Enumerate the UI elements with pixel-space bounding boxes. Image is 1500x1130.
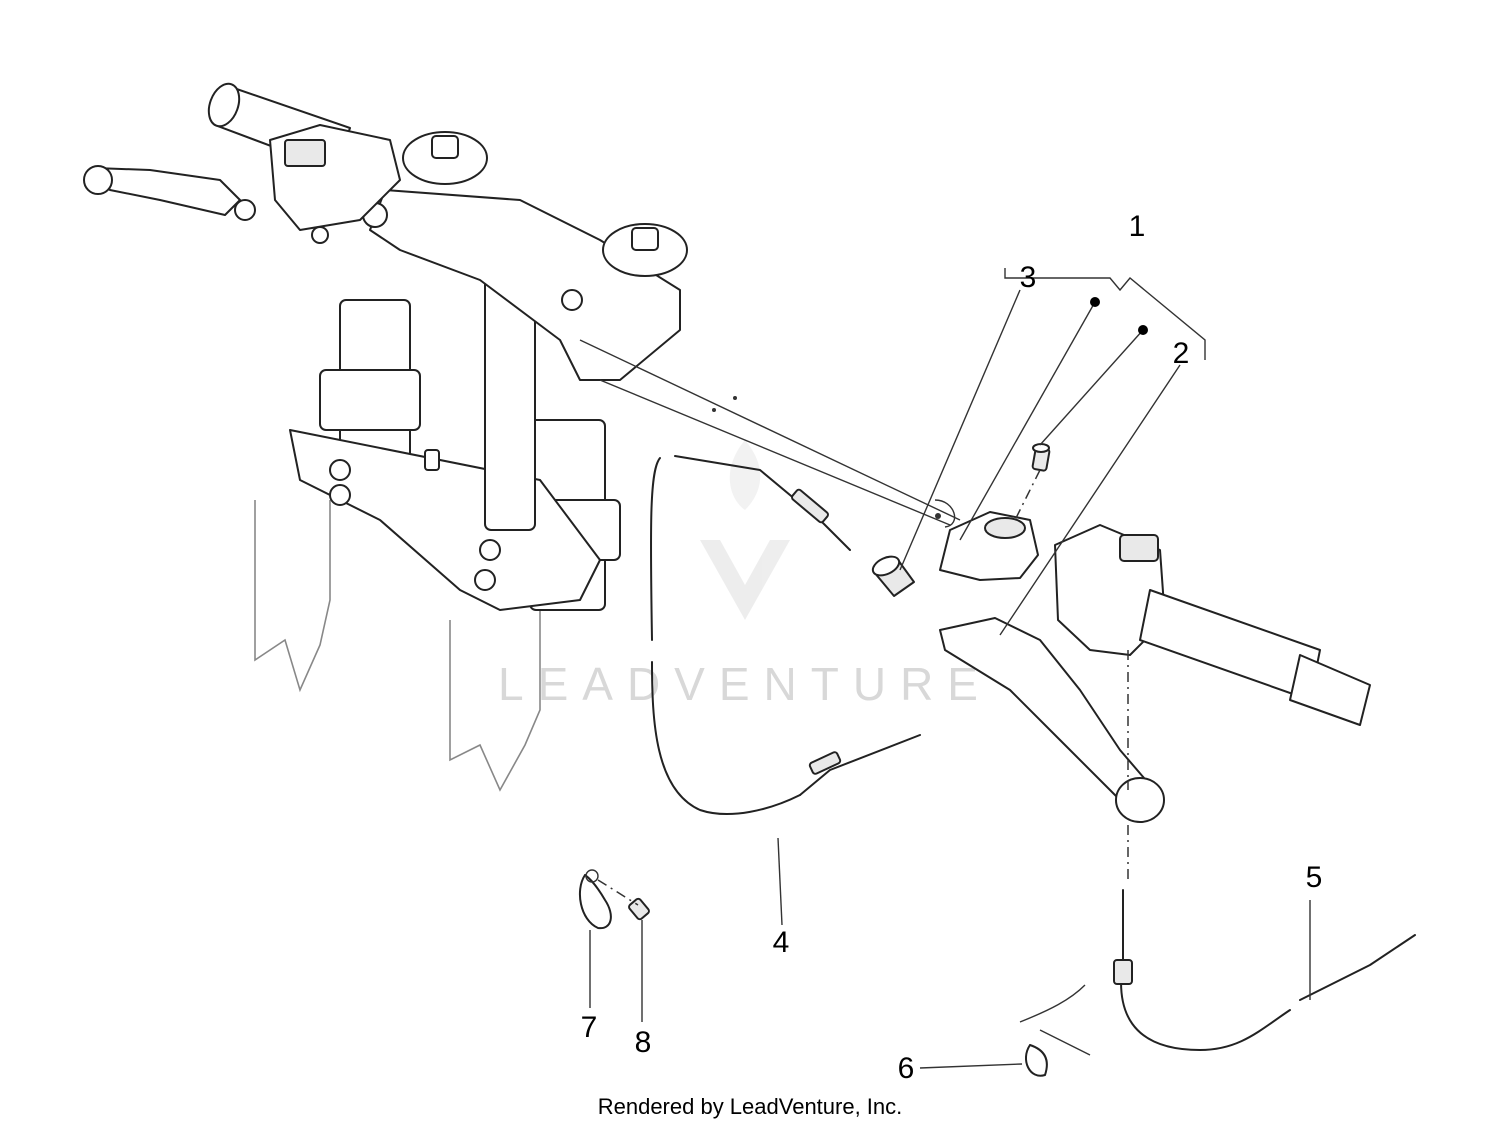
part-5-cable [1113, 889, 1416, 1051]
callout-5: 5 [1306, 861, 1323, 894]
footer-credit: Rendered by LeadVenture, Inc. [597, 1094, 903, 1119]
watermark-logo-icon [700, 440, 790, 620]
callouts: 1 2 3 4 5 6 7 8 [581, 210, 1323, 1085]
callout-4: 4 [773, 926, 790, 959]
leader-lines [589, 268, 1311, 1069]
callout-3: 3 [1020, 261, 1037, 294]
part-1-screw [1031, 443, 1051, 472]
watermark-text: LEADVENTURE [498, 658, 992, 710]
fork-assembly [83, 82, 961, 792]
callout-6: 6 [898, 1052, 915, 1085]
part-3-bushing [871, 555, 915, 597]
callout-8: 8 [635, 1026, 652, 1059]
part-1-lever-bracket [939, 511, 1039, 581]
assembly-axis-lines [1014, 469, 1129, 880]
callout-7: 7 [581, 1011, 598, 1044]
part-4-clutch-cable [649, 455, 921, 816]
watermark: LEADVENTURE [498, 440, 992, 710]
part-6-clip [1019, 984, 1091, 1077]
part-7-spring-clip [578, 869, 612, 930]
callout-1: 1 [1129, 210, 1146, 243]
right-switch-and-grip [1054, 524, 1371, 726]
callout-2: 2 [1173, 337, 1190, 370]
part-8-bolt [597, 879, 650, 921]
